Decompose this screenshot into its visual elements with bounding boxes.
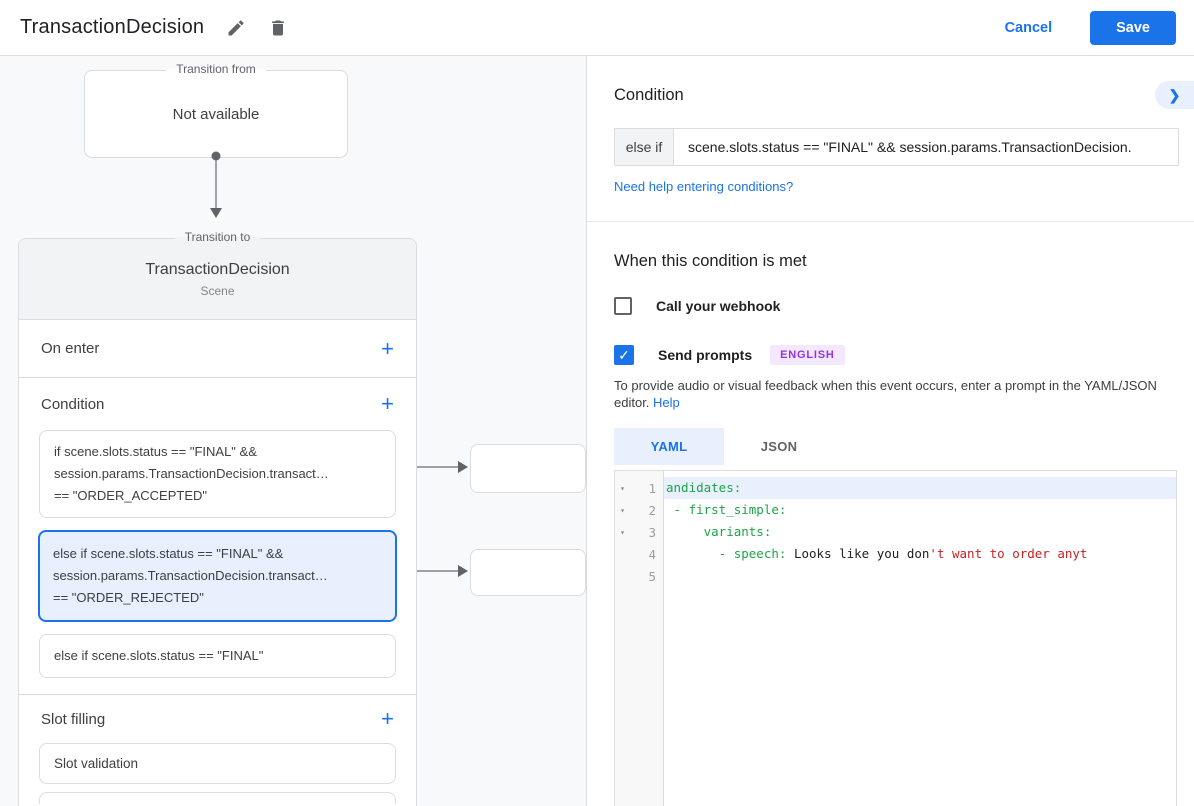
line-number: 3 <box>648 524 656 540</box>
editor-gutter: ▾ 1 ▾ 2 ▾ 3 4 5 <box>615 471 664 806</box>
webhook-row: Call your webhook <box>614 297 780 315</box>
code-line: - speech: Looks like you don't want to o… <box>664 543 1176 565</box>
panel-divider <box>587 221 1194 222</box>
send-prompts-checkbox[interactable]: ✓ <box>614 345 634 365</box>
gutter-row: 5 <box>615 565 663 587</box>
language-badge: ENGLISH <box>770 345 845 365</box>
condition-card-order-accepted[interactable]: if scene.slots.status == "FINAL" && sess… <box>39 430 396 518</box>
code-line: variants: <box>664 521 1176 543</box>
line-number: 2 <box>648 502 656 518</box>
slot-filling-section-header: Slot filling + <box>19 695 416 743</box>
tab-json[interactable]: JSON <box>760 439 798 454</box>
cancel-button[interactable]: Cancel <box>1004 19 1053 36</box>
scene-diagram-canvas: Transition from Not available Transition… <box>0 56 586 806</box>
code-token: andidates: <box>666 480 742 495</box>
condition-text: else if scene.slots.status == "FINAL" <box>54 648 264 663</box>
when-met-heading: When this condition is met <box>614 252 807 270</box>
gutter-row: ▾ 3 <box>615 521 663 543</box>
code-line: - first_simple: <box>664 499 1176 521</box>
transition-to-box: Transition to TransactionDecision Scene … <box>18 230 417 806</box>
condition-panel-heading: Condition <box>614 86 684 104</box>
line-number: 5 <box>648 568 656 584</box>
collapse-panel-button[interactable]: ❯ <box>1155 81 1194 109</box>
slot-validation-card[interactable]: Slot validation <box>39 743 396 784</box>
line-number: 1 <box>648 480 656 496</box>
scene-name: TransactionDecision <box>145 260 290 278</box>
top-bar: TransactionDecision Cancel Save <box>0 0 1194 56</box>
code-line-highlighted: andidates: <box>664 477 1176 499</box>
transition-from-legend: Transition from <box>166 62 266 76</box>
gutter-row: ▾ 1 <box>615 477 663 499</box>
editor-code-area[interactable]: andidates: - first_simple: variants: - s… <box>664 471 1176 806</box>
tab-yaml[interactable]: YAML <box>614 428 724 465</box>
partial-card[interactable] <box>39 792 396 804</box>
code-token: variants: <box>666 524 772 539</box>
condition-text: == "ORDER_REJECTED" <box>53 590 204 605</box>
webhook-label: Call your webhook <box>656 298 781 314</box>
edit-icon[interactable] <box>226 18 246 38</box>
transition-target-box[interactable] <box>470 549 586 596</box>
scene-header: TransactionDecision Scene <box>19 239 416 320</box>
gutter-row: 4 <box>615 543 663 565</box>
condition-text: else if scene.slots.status == "FINAL" && <box>53 546 284 561</box>
condition-editor-row: else if <box>614 128 1179 166</box>
editor-tabs: YAML JSON <box>614 428 834 465</box>
condition-keyword-label: else if <box>615 129 674 165</box>
condition-text: if scene.slots.status == "FINAL" && <box>54 444 257 459</box>
chevron-right-icon: ❯ <box>1168 87 1181 103</box>
condition-text: session.params.TransactionDecision.trans… <box>54 466 329 481</box>
send-prompts-label: Send prompts <box>658 347 753 363</box>
condition-section-header: Condition + <box>19 378 416 430</box>
fold-arrow-icon[interactable]: ▾ <box>620 505 625 515</box>
save-button[interactable]: Save <box>1090 10 1176 45</box>
gutter-row: ▾ 2 <box>615 499 663 521</box>
add-on-enter-icon[interactable]: + <box>381 335 394 361</box>
add-slot-icon[interactable]: + <box>381 706 394 731</box>
code-token: 't want to order anyt <box>929 546 1088 561</box>
transition-from-content: Not available <box>172 105 260 123</box>
on-enter-label: On enter <box>41 340 100 357</box>
slot-filling-label: Slot filling <box>41 710 106 728</box>
help-link[interactable]: Help <box>653 395 680 410</box>
transition-target-box[interactable] <box>470 444 586 493</box>
fold-arrow-icon[interactable]: ▾ <box>620 527 625 537</box>
condition-card-order-rejected-selected[interactable]: else if scene.slots.status == "FINAL" &&… <box>38 530 397 622</box>
condition-expression-input[interactable] <box>674 129 1178 165</box>
feedback-hint: To provide audio or visual feedback when… <box>614 377 1176 411</box>
code-token: - speech: <box>666 546 787 561</box>
feedback-hint-text: To provide audio or visual feedback when… <box>614 378 1157 410</box>
condition-label: Condition <box>41 395 105 413</box>
line-number: 4 <box>648 546 656 562</box>
yaml-code-editor[interactable]: ▾ 1 ▾ 2 ▾ 3 4 5 <box>614 470 1177 806</box>
scene-type-label: Scene <box>200 283 235 298</box>
check-icon: ✓ <box>618 347 630 363</box>
condition-help-link[interactable]: Need help entering conditions? <box>614 179 794 194</box>
section-divider <box>19 694 416 695</box>
fold-arrow-icon[interactable]: ▾ <box>620 483 625 493</box>
condition-detail-panel: Condition ❯ else if Need help entering c… <box>586 56 1194 806</box>
webhook-checkbox[interactable] <box>614 297 632 315</box>
page-title: TransactionDecision <box>20 16 205 38</box>
code-token: - first_simple: <box>666 502 787 517</box>
on-enter-row: On enter + <box>19 320 416 378</box>
condition-text: session.params.TransactionDecision.trans… <box>53 568 328 583</box>
send-prompts-row: ✓ Send prompts ENGLISH <box>614 345 845 365</box>
delete-icon[interactable] <box>268 18 288 38</box>
condition-text: == "ORDER_ACCEPTED" <box>54 488 207 503</box>
code-line <box>664 565 1176 587</box>
transition-to-legend: Transition to <box>174 230 261 244</box>
code-token: Looks like you don <box>786 546 930 561</box>
condition-card-final[interactable]: else if scene.slots.status == "FINAL" <box>39 634 396 678</box>
add-condition-icon[interactable]: + <box>381 391 394 416</box>
transition-from-box: Transition from Not available <box>84 62 348 158</box>
